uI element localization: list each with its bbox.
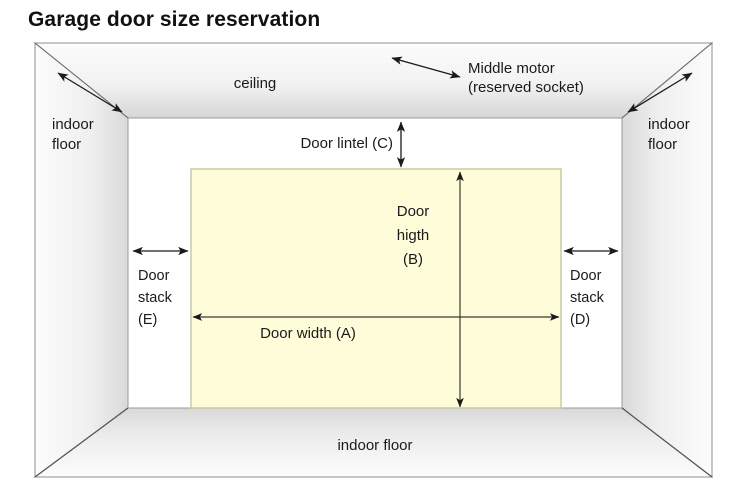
door-stack-left-label-line1: Door [138,268,170,284]
indoor-floor-right-arrow [627,72,693,113]
indoor-floor-left-label-line1: indoor [52,116,94,133]
middle-motor-arrow [391,56,461,79]
door-stack-left-label-line2: stack [138,290,173,306]
door-lintel-label: Door lintel (C) [300,135,393,152]
indoor-floor-left-arrow [57,72,123,113]
door-stack-right-label-line3: (D) [570,312,590,328]
door-height-label-line1: Door [397,203,430,220]
left-wall-surface [34,41,129,478]
door-stack-right-label-line2: stack [570,290,605,306]
indoor-floor-right-label-line2: floor [648,136,677,153]
door-height-label-line2: higth [397,227,430,244]
indoor-floor-right-label-line1: indoor [648,116,690,133]
corner-edge-bottom-right [621,407,713,478]
indoor-floor-left-label-line2: floor [52,136,81,153]
corner-edge-bottom-left [34,407,129,478]
door-stack-left-label-line3: (E) [138,312,157,328]
ceiling-label: ceiling [234,75,277,92]
door-stack-right-label-line1: Door [570,268,602,284]
door-panel [190,168,562,409]
door-height-label-line3: (B) [403,251,423,268]
ceiling-surface [33,42,714,119]
indoor-floor-bottom-label: indoor floor [337,437,412,454]
middle-motor-label-line2: (reserved socket) [468,79,584,96]
door-width-label: Door width (A) [260,325,356,342]
page-title: Garage door size reservation [28,8,321,31]
middle-motor-label-line1: Middle motor [468,60,555,77]
